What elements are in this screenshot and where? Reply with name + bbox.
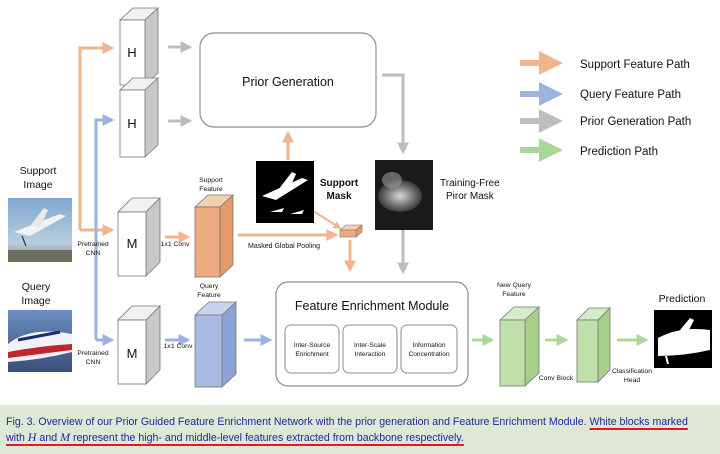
pooled-support-vector [339, 224, 363, 238]
conv-1x1-label: 1x1 Conv [164, 343, 193, 350]
fem-module-label: Concentration [408, 351, 449, 358]
new-query-feature-block [498, 306, 541, 387]
h-block-label: H [127, 116, 136, 131]
fem-module-label: Inter-Scale [354, 342, 386, 349]
fem-module-info-concentration [400, 324, 458, 374]
query-feature-label: Query [200, 283, 219, 290]
m-block-label: M [127, 236, 138, 251]
classification-head-label: Classification [612, 368, 652, 375]
prediction-label: Prediction [659, 293, 706, 305]
m-block-support: M [117, 197, 161, 277]
query-image-label: Query [22, 281, 51, 293]
figure-caption: Fig. 3. Overview of our Prior Guided Fea… [0, 405, 720, 454]
fem-module-label: Inter-Source [294, 342, 331, 349]
support-image-label: Support [20, 165, 57, 177]
classification-head-label: Head [624, 377, 640, 384]
legend-label-prediction: Prediction Path [580, 146, 658, 158]
new-query-feature-label: Feature [502, 291, 526, 298]
fem-module-label: Information [413, 342, 446, 349]
support-image [8, 198, 72, 262]
pretrained-cnn-label: CNN [86, 250, 101, 257]
conv-1x1-label: 1x1 Conv [161, 241, 190, 248]
legend: Support Feature Path Query Feature Path … [520, 51, 691, 162]
h-block-label: H [127, 45, 136, 60]
caption-symbol-h: H [27, 430, 37, 444]
prior-mask-label: Training-Free [440, 178, 500, 189]
prior-mask-label: Piror Mask [446, 191, 495, 202]
prediction-mask-image [654, 310, 712, 368]
query-feature-block [193, 301, 238, 388]
conv-block-output [576, 307, 611, 383]
fem-module-label: Enrichment [295, 351, 329, 358]
pretrained-cnn-label: Pretrained [77, 241, 109, 248]
fem-module-label: Interaction [355, 351, 386, 358]
support-mask-label: Support [320, 178, 359, 189]
architecture-diagram: Prior Generation Feature Enrichment Modu… [8, 7, 712, 388]
prior-generation-path [168, 41, 409, 275]
m-block-label: M [127, 346, 138, 361]
prior-generation-box [199, 32, 377, 128]
masked-global-pooling-label: Masked Global Pooling [248, 243, 320, 250]
legend-label-query: Query Feature Path [580, 89, 681, 101]
caption-highlight: White blocks marked [589, 416, 688, 428]
h-block-support: H [118, 7, 160, 86]
caption-text: and [39, 432, 58, 444]
prior-generation-label: Prior Generation [242, 75, 334, 89]
support-feature-block [193, 194, 235, 278]
legend-label-support: Support Feature Path [580, 59, 690, 71]
query-feature-path [94, 114, 273, 346]
support-feature-label: Support [199, 177, 223, 184]
caption-text: represent the high- and middle-level fea… [73, 432, 464, 444]
caption-text: Fig. 3. Overview of our Prior Guided Fea… [6, 416, 587, 428]
support-image-label: Image [23, 179, 52, 191]
training-free-prior-mask-image [375, 160, 433, 230]
fem-title: Feature Enrichment Module [295, 299, 449, 313]
pretrained-cnn-label: Pretrained [77, 350, 109, 357]
fem-module-inter-scale [342, 324, 398, 374]
m-block-query: M [117, 305, 161, 385]
caption-symbol-m: M [60, 430, 71, 444]
query-image-label: Image [21, 295, 50, 307]
conv-block-label: Conv Block [539, 375, 574, 382]
fem-module-inter-source [284, 324, 340, 374]
query-feature-label: Feature [197, 292, 221, 299]
legend-label-prior: Prior Generation Path [580, 116, 691, 128]
support-feature-label: Feature [199, 186, 223, 193]
pretrained-cnn-label: CNN [86, 359, 101, 366]
support-feature-path [78, 42, 356, 273]
h-block-query: H [118, 77, 160, 158]
caption-text: with [6, 432, 25, 444]
query-image [8, 310, 72, 372]
support-mask-image [256, 161, 314, 223]
new-query-feature-label: New Query [497, 282, 532, 289]
support-mask-label: Mask [326, 191, 351, 202]
